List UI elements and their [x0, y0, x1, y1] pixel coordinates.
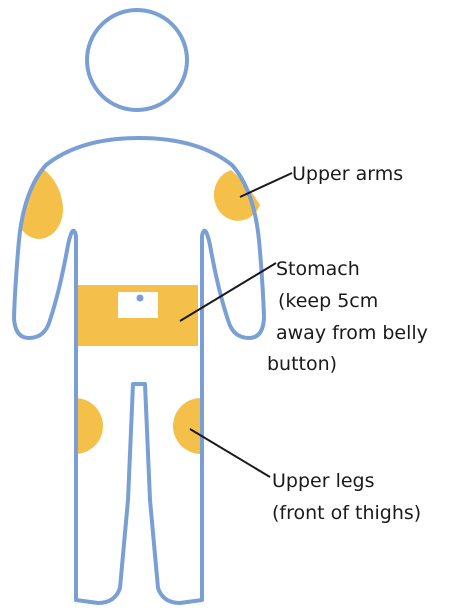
label-stomach-line1: Stomach — [276, 257, 360, 281]
label-upper-legs-line1: Upper legs — [272, 469, 375, 493]
label-stomach-line4: button) — [267, 352, 337, 376]
label-stomach-line3: away from belly — [276, 321, 428, 345]
site-right-thigh — [173, 398, 201, 454]
head — [87, 10, 187, 110]
pointer-upper-arms — [240, 173, 292, 197]
belly-button — [137, 295, 144, 302]
label-upper-legs-line2: (front of thighs) — [272, 501, 421, 525]
label-upper-arms: Upper arms — [292, 162, 403, 186]
body-outline — [14, 10, 264, 603]
site-left-upper-arm — [22, 168, 63, 239]
label-stomach-line2: (keep 5cm — [278, 289, 378, 313]
site-stomach — [78, 285, 198, 346]
site-left-thigh — [75, 398, 103, 454]
